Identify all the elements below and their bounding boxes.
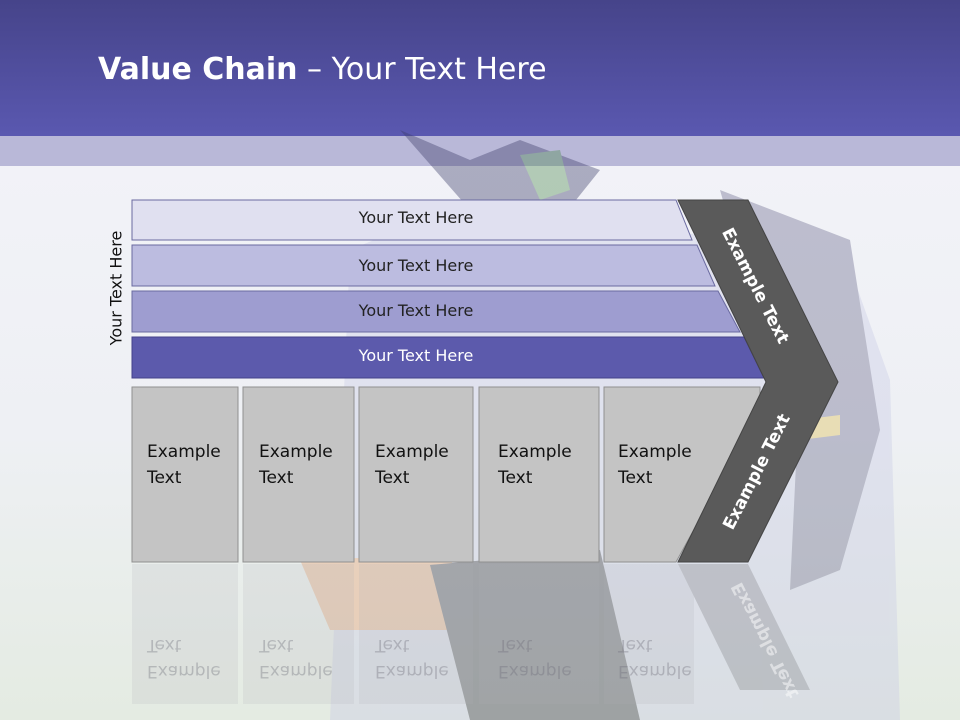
bar-3-shape <box>131 290 741 333</box>
slide-title-bold: Value Chain <box>98 52 298 87</box>
reflection <box>132 564 810 704</box>
box-3-shape <box>358 386 474 563</box>
chevron-arrow <box>677 199 839 563</box>
box-4-shape <box>478 386 600 563</box>
bar-4-label: Your Text Here <box>358 346 474 365</box>
title-banner-strip <box>0 136 960 166</box>
bar-2-label: Your Text Here <box>358 256 474 275</box>
bar-2-shape <box>131 244 716 287</box>
box-2-shape <box>242 386 355 563</box>
bar-1-shape <box>131 199 693 241</box>
slide-title-rest: – Your Text Here <box>297 52 547 87</box>
title-banner <box>0 0 960 136</box>
box-1-shape <box>131 386 239 563</box>
slide-title: Value Chain – Your Text Here <box>98 52 547 87</box>
bar-1-label: Your Text Here <box>358 208 474 227</box>
bar-3-label: Your Text Here <box>358 301 474 320</box>
